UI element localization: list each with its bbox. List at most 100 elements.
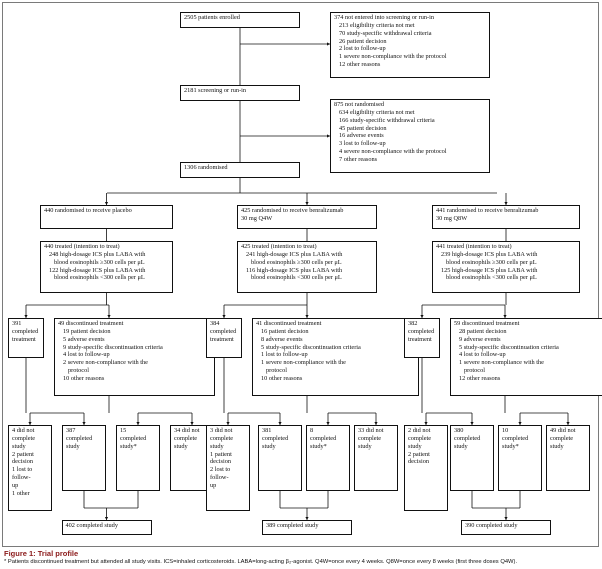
arm2-treated-box-line: 116 high-dosage ICS plus LABA with <box>246 266 343 274</box>
figure-title: Figure 1: Trial profile <box>4 549 79 558</box>
arm2-study-1-box-line: follow- <box>210 474 229 482</box>
arm2-study-1-box-line: 1 patient <box>210 450 232 458</box>
arrowhead <box>82 422 86 425</box>
arm2-discontinued-box-line: 8 adverse events <box>261 335 303 343</box>
not-randomised-box-line: 3 lost to follow-up <box>339 140 386 148</box>
arm1-final-box: 402 completed study <box>61 520 152 535</box>
arrowhead <box>326 422 330 425</box>
arm3-study-4-box-line: 49 did not <box>550 427 576 434</box>
arm2-treated-box-heading: 425 treated (intention to treat) <box>241 243 317 250</box>
arm1-completed-treatment-box-line: treatment <box>12 335 36 343</box>
arm2-randomised-box-line: 425 randomised to receive benralizumab <box>241 207 344 214</box>
arm3-completed-treatment-box-line: completed <box>408 327 435 335</box>
arm1-discontinued-box-heading: 49 discontinued treatment <box>58 320 124 327</box>
arm3-discontinued-box-line: 5 study-specific discontinuation criteri… <box>459 343 559 351</box>
arm3-study-1-box-line: 2 patient <box>408 450 430 458</box>
arm2-study-1-box-line: 3 did not <box>210 427 233 434</box>
arm3-discontinued-box-line: 9 adverse events <box>459 335 501 343</box>
arm2-study-4-box-line: study <box>358 442 372 450</box>
arrowhead <box>305 202 309 205</box>
arm3-study-3-box-line: 10 <box>502 427 509 434</box>
arm1-study-4-box-line: complete <box>174 434 198 442</box>
arm3-final-box: 390 completed study <box>461 520 551 535</box>
arrowhead <box>190 422 194 425</box>
not-randomised-box-line: 634 eligibility criteria not met <box>339 108 415 116</box>
arm2-completed-treatment-box-line: 384 <box>210 320 220 327</box>
not-randomised-box-line: 4 severe non-compliance with the protoco… <box>339 148 447 156</box>
arm3-treated-box-line: blood eosinophils <300 cells per μL <box>446 274 537 282</box>
arm1-treated-box-heading: 440 treated (intention to treat) <box>44 243 120 250</box>
arm3-study-3-box-line: completed <box>502 434 529 442</box>
arm1-randomised-box: 440 randomised to receive placebo <box>40 205 173 229</box>
arm2-discontinued-box-line: 5 study-specific discontinuation criteri… <box>261 343 361 351</box>
arrowhead <box>420 315 424 318</box>
arm2-study-3-box-line: completed <box>310 434 337 442</box>
arm3-completed-treatment-box-line: treatment <box>408 335 432 343</box>
not-entered-box-line: 26 patient decision <box>339 37 387 45</box>
screening-box: 2181 screening or run-in <box>180 85 300 101</box>
arm3-completed-treatment-box-line: 382 <box>408 320 418 327</box>
arm1-study-4-box-line: study <box>174 442 188 450</box>
arm3-discontinued-box-heading: 59 discontinued treatment <box>454 320 520 327</box>
arm1-completed-treatment-box-line: completed <box>12 327 39 335</box>
arm3-study-1-box-line: 2 did not <box>408 427 431 434</box>
arrowhead <box>104 517 109 520</box>
arm3-study-1-box-line: complete <box>408 434 432 442</box>
arm1-randomised-box-line: 440 randomised to receive placebo <box>44 207 132 214</box>
arrowhead <box>374 422 378 425</box>
arm2-discontinued-box-line: 16 patient decision <box>261 327 309 335</box>
not-randomised-box-line: 45 patient decision <box>339 124 387 132</box>
arm2-final-count: 389 completed study <box>266 522 319 529</box>
arm3-study-2-box-line: study <box>454 442 468 450</box>
arm3-discontinued-box-line: 4 lost to follow-up <box>459 351 506 359</box>
arm1-study-1-box-line: complete <box>12 434 36 442</box>
arm1-discontinued-box-line: 19 patient decision <box>63 327 111 335</box>
arm3-final-count: 390 completed study <box>465 522 518 529</box>
arm1-study-1-box-line: 1 other <box>12 489 30 497</box>
arm2-study-4-box-line: complete <box>358 434 382 442</box>
arm2-study-1-box-line: up <box>210 482 217 490</box>
arm1-study-2-box-line: 387 <box>66 427 76 434</box>
not-entered-box: 374 not entered into screening or run-in… <box>330 12 490 78</box>
arrowhead <box>305 517 309 520</box>
arm3-study-4-box-line: study <box>550 442 564 450</box>
arrowhead <box>327 134 330 138</box>
arm1-discontinued-box-line: 4 lost to follow-up <box>63 351 110 359</box>
arm3-treated-box-heading: 441 treated (intention to treat) <box>436 243 512 250</box>
figure-frame <box>2 2 599 547</box>
arm2-completed-treatment-box-line: completed <box>210 327 237 335</box>
arrowhead <box>107 315 111 318</box>
not-entered-box-line: 1 severe non-compliance with the protoco… <box>339 53 447 61</box>
arm2-study-2-box-line: 381 <box>262 427 272 434</box>
not-randomised-box-line: 7 other reasons <box>339 156 378 164</box>
arm1-discontinued-box-line: 9 study-specific discontinuation criteri… <box>63 343 163 351</box>
arrowhead <box>278 422 282 425</box>
arrowhead <box>504 202 508 205</box>
arm1-study-4-box-line: 34 did not <box>174 427 200 434</box>
figure-footnote: * Patients discontinued treatment but at… <box>4 559 518 565</box>
arm3-treated-box-line: 239 high-dosage ICS plus LABA with <box>441 250 538 258</box>
arm2-study-1-box-line: decision <box>210 458 231 466</box>
randomised-count: 1306 randomised <box>184 164 228 171</box>
arm2-treated-box: 425 treated (intention to treat)241 high… <box>237 241 377 293</box>
arrowhead <box>470 422 474 425</box>
arm1-study-3-box-line: 15 <box>120 427 127 434</box>
arm3-discontinued-box-line: 28 patient decision <box>459 327 507 335</box>
arm3-randomised-box-line: 30 mg Q8W <box>436 214 468 222</box>
enrolled-count: 2505 patients enrolled <box>184 14 240 21</box>
